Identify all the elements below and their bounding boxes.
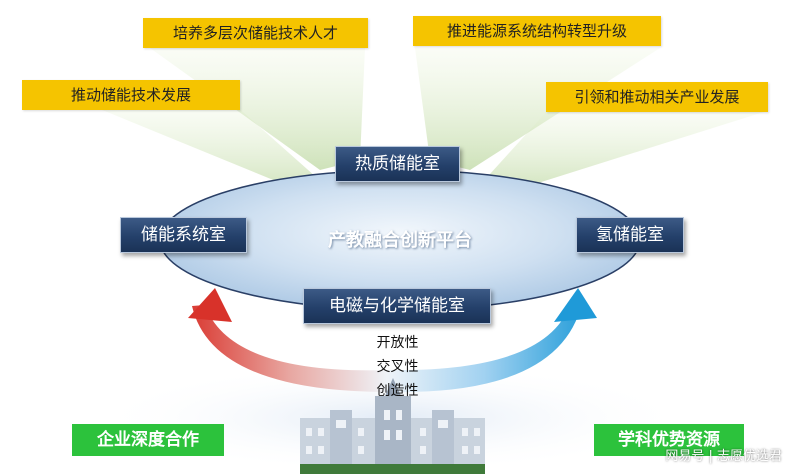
arrow-head-left bbox=[188, 288, 232, 322]
beams bbox=[90, 48, 770, 195]
goal-cultivate-talent: 培养多层次储能技术人才 bbox=[143, 18, 368, 48]
trait-interdisciplinary: 交叉性 bbox=[376, 359, 419, 375]
arrow-band bbox=[192, 303, 582, 393]
trait-openness: 开放性 bbox=[376, 335, 419, 351]
beam-2 bbox=[150, 48, 365, 170]
beam-1 bbox=[90, 105, 325, 195]
lab-thermal: 热质储能室 bbox=[335, 146, 460, 182]
goal-energy-transition: 推进能源系统结构转型升级 bbox=[413, 16, 661, 46]
double-arrow bbox=[188, 288, 597, 393]
lab-hydrogen: 氢储能室 bbox=[576, 217, 684, 253]
discipline-resources: 学科优势资源 bbox=[594, 424, 744, 456]
trait-creativity: 创造性 bbox=[376, 383, 419, 399]
watermark: 网易号 | 志愿优选君 bbox=[665, 449, 782, 464]
platform-title: 产教融合创新平台 bbox=[328, 230, 472, 251]
lab-electro-chemical: 电磁与化学储能室 bbox=[303, 288, 491, 324]
enterprise-cooperation: 企业深度合作 bbox=[72, 424, 224, 456]
beam-3 bbox=[415, 48, 660, 170]
goal-lead-industry: 引领和推动相关产业发展 bbox=[546, 82, 768, 112]
arrow-head-right bbox=[554, 288, 597, 322]
campus-building-image bbox=[300, 378, 485, 474]
goal-promote-tech: 推动储能技术发展 bbox=[22, 80, 240, 110]
beam-4 bbox=[480, 110, 770, 195]
lab-system: 储能系统室 bbox=[120, 217, 247, 253]
